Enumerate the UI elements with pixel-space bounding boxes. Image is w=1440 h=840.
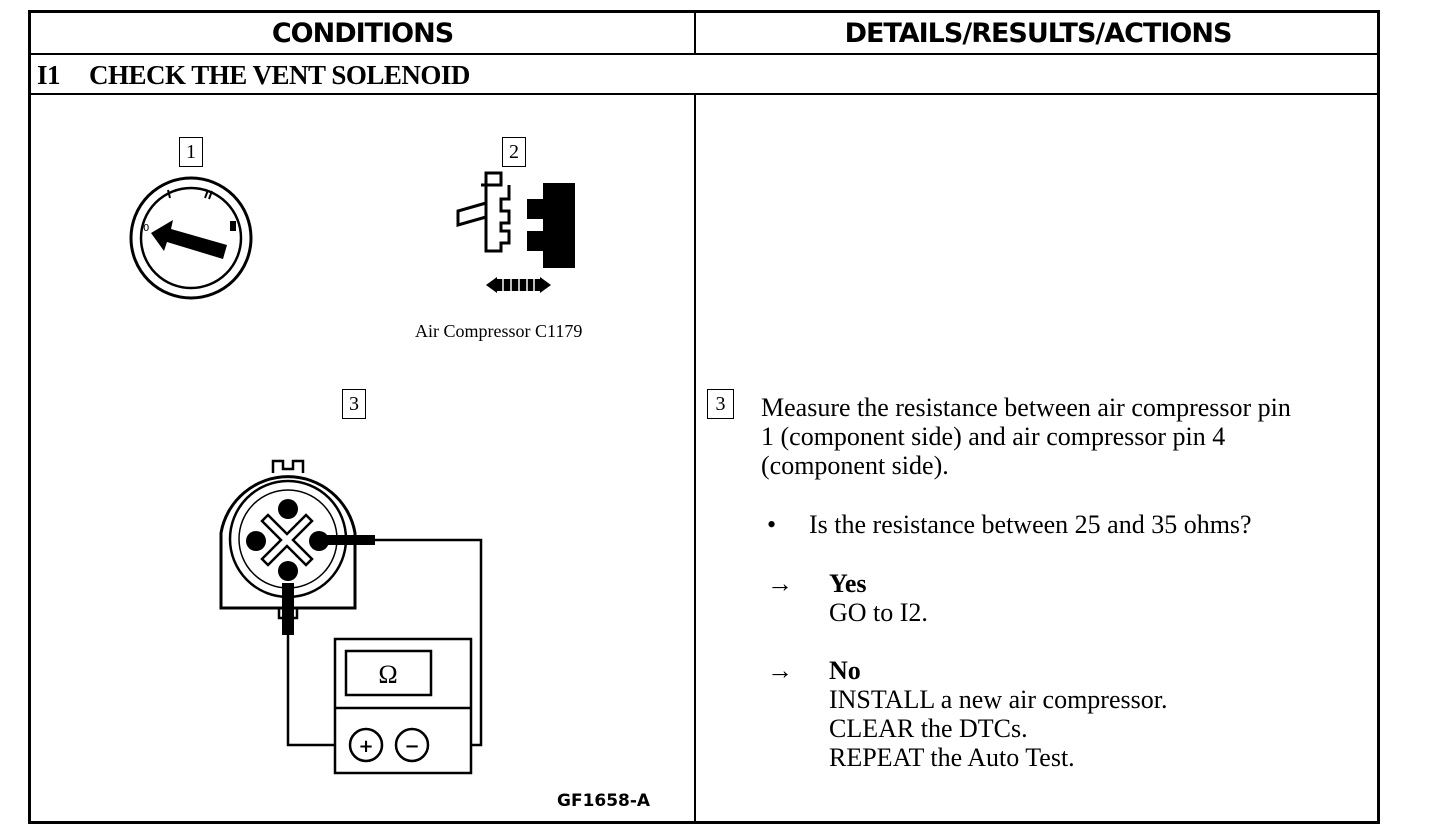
instruction-line-1: Measure the resistance between air compr… (761, 393, 1291, 422)
no-action-3: REPEAT the Auto Test. (829, 743, 1075, 772)
question-text: Is the resistance between 25 and 35 ohms… (809, 510, 1252, 539)
callout-2: 2 (502, 137, 526, 167)
instruction-line-3: (component side). (761, 451, 949, 480)
step-number: I1 (37, 60, 61, 90)
detail-callout-3: 3 (707, 389, 734, 419)
no-action-1: INSTALL a new air compressor. (829, 685, 1168, 714)
air-compressor-connector-icon (219, 459, 357, 620)
callout-3: 3 (342, 389, 366, 419)
yes-arrow: → (767, 569, 793, 598)
title-divider (31, 93, 1377, 95)
column-divider (694, 93, 696, 821)
figure-drawing: 0 (129, 171, 575, 775)
no-label: No (829, 656, 861, 685)
ohm-symbol: Ω (378, 660, 397, 689)
yes-label: Yes (829, 569, 867, 598)
ohmmeter-icon: Ω + − (333, 637, 473, 775)
connector-disconnect-icon (456, 171, 575, 293)
details-header: DETAILS/RESULTS/ACTIONS (844, 17, 1233, 49)
instruction-line-2: 1 (component side) and air compressor pi… (761, 422, 1226, 451)
step-title: I1 CHECK THE VENT SOLENOID (37, 60, 470, 91)
plus-terminal: + (358, 736, 373, 757)
minus-terminal: − (404, 736, 419, 757)
no-arrow: → (767, 656, 793, 685)
bullet: • (767, 510, 777, 539)
step-title-text: CHECK THE VENT SOLENOID (89, 60, 470, 90)
connector-label: Air Compressor C1179 (415, 321, 583, 341)
yes-action: GO to I2. (829, 598, 928, 627)
header-column-divider (694, 13, 696, 55)
conditions-header: CONDITIONS (271, 17, 454, 49)
diagnostic-table: CONDITIONS DETAILS/RESULTS/ACTIONS I1 CHE… (28, 10, 1380, 824)
callout-1: 1 (179, 137, 203, 167)
no-action-2: CLEAR the DTCs. (829, 714, 1028, 743)
figure-id: GF1658-A (557, 791, 651, 811)
ignition-switch-icon: 0 (129, 176, 253, 300)
svg-text:0: 0 (143, 223, 149, 234)
header-divider (31, 53, 1377, 55)
